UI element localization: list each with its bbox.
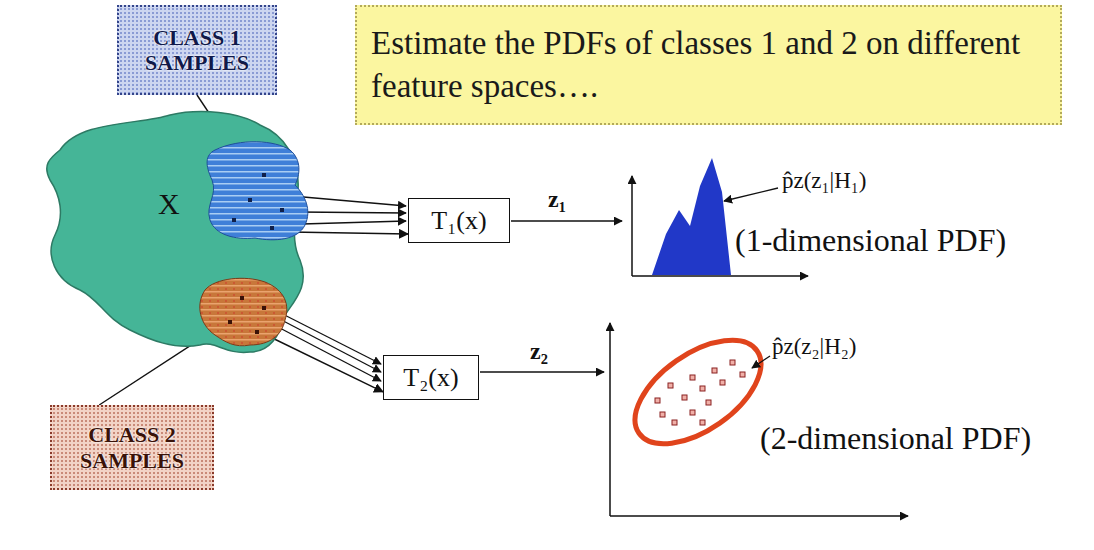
heading-box: Estimate the PDFs of classes 1 and 2 on …: [355, 5, 1062, 125]
pdf-label: p̂z(z₁|H₁): [782, 168, 867, 194]
node-text: T₂(x): [393, 363, 468, 393]
node-text: Estimate the PDFs of classes 1 and 2 on …: [357, 22, 1060, 108]
class-sample-box: CLASS 2 SAMPLES: [50, 405, 214, 490]
pdf-plot-1d: [632, 158, 808, 276]
transform-box: T₁(x): [408, 198, 510, 243]
node-text: CLASS 1 SAMPLES: [119, 25, 275, 76]
feature-space-blob: X: [30, 105, 315, 360]
node-text: CLASS 2 SAMPLES: [52, 422, 212, 473]
connector-arrow: [290, 232, 408, 234]
pdf-caption: (2-dimensional PDF): [760, 420, 1031, 457]
feature-symbol: z₂: [530, 338, 548, 365]
feature-symbol: z₁: [548, 186, 566, 213]
node-text: T₁(x): [421, 206, 496, 236]
pdf-caption: (1-dimensional PDF): [735, 222, 1006, 259]
class-sample-box: CLASS 1 SAMPLES: [117, 5, 277, 95]
pdf-label: p̂z(z₂|H₂): [772, 334, 857, 360]
pdf-plot-2d: [610, 320, 908, 516]
connector-arrow: [265, 335, 383, 392]
output-arrows: [480, 221, 622, 372]
transform-box: T₂(x): [383, 355, 479, 400]
node-text: X: [158, 187, 180, 221]
